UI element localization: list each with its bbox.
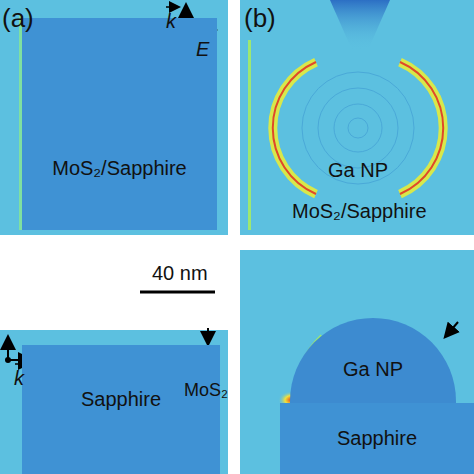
region-label: Sapphire [81, 388, 161, 411]
region-label: Ga NP [328, 159, 388, 182]
region-label: Sapphire [337, 427, 417, 450]
substrate-region: Sapphire [22, 345, 220, 474]
panel-label: (a) [2, 4, 34, 34]
substrate-region: MoS₂/Sapphire [22, 18, 217, 230]
wave-vector: k [166, 10, 176, 33]
region-label: MoS₂/Sapphire [52, 157, 187, 180]
scale-bar-label: 40 nm [152, 262, 208, 285]
panel-label: (b) [244, 4, 276, 34]
nanoparticle-region: Ga NP [300, 72, 416, 188]
wave-vector: k [14, 367, 24, 390]
substrate-label: MoS₂/Sapphire [292, 200, 427, 223]
region-label: Ga NP [343, 358, 403, 381]
substrate-region: Sapphire [280, 403, 474, 474]
field-vector: E [196, 38, 209, 61]
layer-label: MoS₂ [184, 380, 228, 401]
